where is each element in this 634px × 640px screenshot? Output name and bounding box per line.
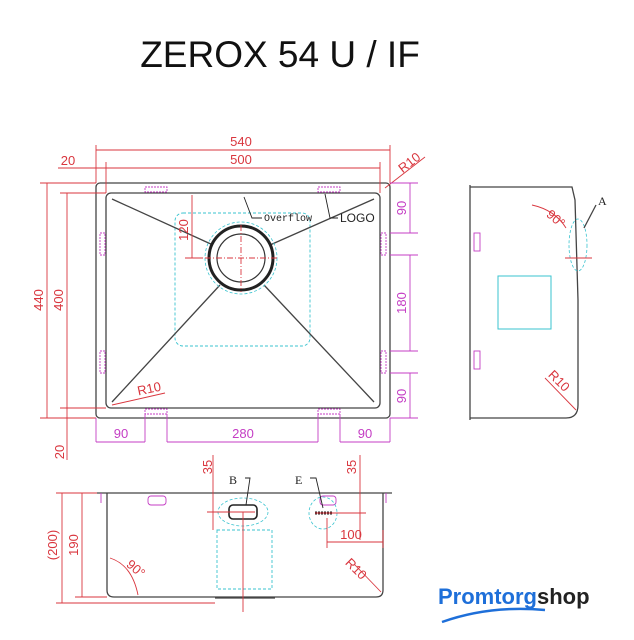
dim-100: 100 [340, 527, 362, 542]
dim-right-3: 90 [394, 389, 409, 403]
dim-bottom-1: 90 [114, 426, 128, 441]
dim-20-top: 20 [61, 153, 75, 168]
dim-120: 120 [176, 219, 191, 241]
logo-part1: Promtorg [438, 584, 537, 609]
front-view: B E 35 35 100 (200) 190 90° R10 [45, 455, 392, 612]
side-view: A 90° R10 [469, 185, 607, 420]
dim-190: 190 [66, 534, 81, 556]
top-view: 540 500 20 R10 440 400 20 120 R10 90 180… [31, 134, 426, 460]
dim-500: 500 [230, 152, 252, 167]
logo-swoosh [441, 607, 546, 624]
dim-right-1: 90 [394, 201, 409, 215]
label-logo: LOGO [340, 211, 375, 225]
side-radius: R10 [545, 367, 572, 394]
dim-440: 440 [31, 289, 46, 311]
dim-right-2: 180 [394, 292, 409, 314]
label-e: E [295, 473, 302, 487]
front-angle: 90° [124, 556, 149, 580]
label-overflow: Overflow [264, 213, 312, 225]
logo-part2: shop [537, 584, 590, 609]
promtorgshop-logo: Promtorgshop [438, 584, 590, 610]
dim-20-bottom: 20 [52, 445, 67, 459]
dim-bottom-2: 280 [232, 426, 254, 441]
dim-35-left: 35 [200, 460, 215, 474]
dim-35-right: 35 [344, 460, 359, 474]
front-radius: R10 [342, 555, 369, 582]
label-a: A [598, 194, 607, 208]
dim-r10-inner: R10 [136, 379, 162, 399]
label-b: B [229, 473, 237, 487]
dim-540: 540 [230, 134, 252, 149]
dim-r10-corner: R10 [395, 149, 423, 176]
dim-200: (200) [45, 530, 60, 560]
dim-bottom-3: 90 [358, 426, 372, 441]
drawing-title: ZEROX 54 U / IF [140, 34, 420, 75]
dim-400: 400 [51, 289, 66, 311]
